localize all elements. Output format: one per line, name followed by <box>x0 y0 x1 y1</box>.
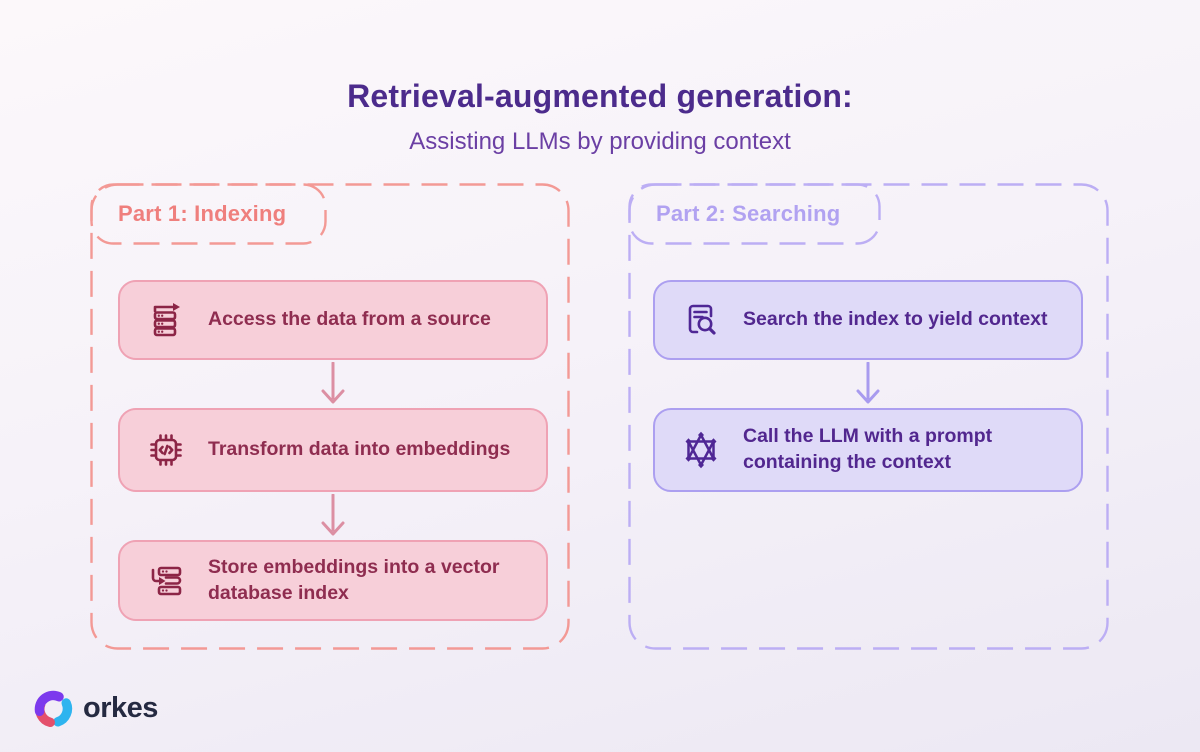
document-search-icon <box>681 300 721 340</box>
indexing-panel-dashed-border <box>90 183 570 650</box>
panel-searching: Part 2: Searching Search the index to yi… <box>628 183 1109 650</box>
step-call-llm-label: Call the LLM with a prompt containing th… <box>743 425 993 473</box>
chip-code-icon <box>146 430 186 470</box>
step-search-index-label: Search the index to yield context <box>743 308 1048 331</box>
step-store-vector-db: Store embeddings into a vector database … <box>118 540 548 621</box>
searching-tab-dashed-border <box>628 183 881 245</box>
page-subtitle: Assisting LLMs by providing context <box>409 128 791 155</box>
step-transform-embeddings-label: Transform data into embeddings <box>208 438 511 461</box>
server-arrow-icon <box>146 300 186 340</box>
orkes-logo-icon <box>34 690 73 728</box>
step-transform-embeddings: Transform data into embeddings <box>118 408 548 492</box>
down-arrow <box>321 494 345 536</box>
orkes-logo-text: orkes <box>83 691 158 724</box>
down-arrow <box>321 362 345 404</box>
network-graph-icon <box>681 430 721 470</box>
indexing-tab-dashed-border <box>90 183 327 245</box>
page-title: Retrieval-augmented generation: <box>347 78 853 114</box>
step-call-llm: Call the LLM with a prompt containing th… <box>653 408 1083 492</box>
step-search-index: Search the index to yield context <box>653 280 1083 360</box>
orkes-logo: orkes <box>30 686 158 730</box>
panel-searching-tab: Part 2: Searching <box>628 183 881 245</box>
searching-panel-dashed-border <box>628 183 1109 650</box>
step-access-data-label: Access the data from a source <box>208 308 491 331</box>
down-arrow <box>856 362 880 404</box>
panel-searching-label: Part 2: Searching <box>656 201 841 226</box>
step-access-data: Access the data from a source <box>118 280 548 360</box>
vector-database-icon <box>146 561 186 601</box>
panel-indexing-label: Part 1: Indexing <box>118 201 287 226</box>
step-store-vector-db-label: Store embeddings into a vector database … <box>208 555 500 604</box>
panel-indexing: Part 1: Indexing <box>90 183 570 650</box>
panel-indexing-tab: Part 1: Indexing <box>90 183 327 245</box>
